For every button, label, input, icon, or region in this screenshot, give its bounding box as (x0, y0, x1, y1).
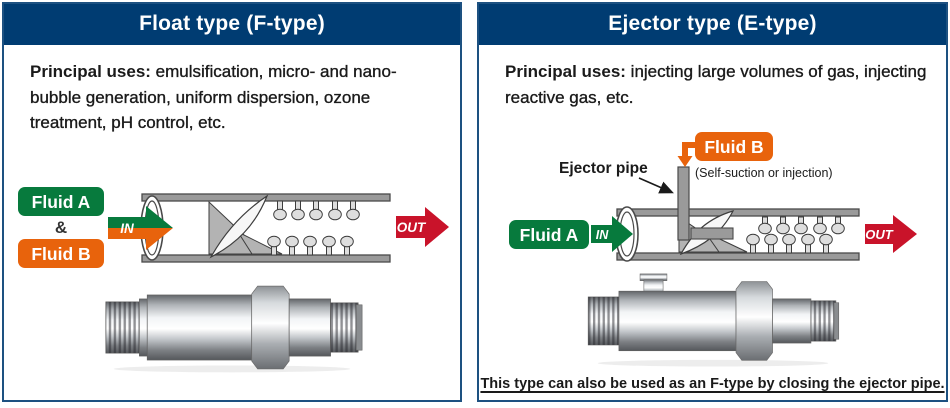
pin-cap (267, 235, 281, 247)
fluid-a-label: Fluid A (520, 225, 579, 245)
pin-cap (819, 233, 833, 246)
pin-cap (801, 233, 815, 246)
hex-nut (735, 281, 773, 361)
in-label: IN (120, 221, 134, 236)
uses-label: Principal uses: (505, 62, 626, 81)
mixing-element (208, 193, 283, 258)
thread-texture (105, 301, 140, 353)
pin-cap (746, 233, 760, 246)
pin-cap (322, 235, 336, 247)
ejector-flow-diagram: Ejector pipe Fluid B (Self-suction or in… (509, 132, 917, 262)
pin-cap (273, 208, 287, 220)
pin-cap (291, 208, 305, 220)
float-type-panel: Float type (F-type) Principal uses: emul… (2, 2, 462, 402)
hex-nut (251, 285, 290, 369)
pin-cap (813, 222, 827, 235)
fluid-a-label: Fluid A (32, 192, 91, 212)
down-arrowhead (677, 156, 693, 167)
mixer-body (146, 294, 253, 360)
ejector-uses-paragraph: Principal uses: injecting large volumes … (505, 59, 937, 110)
bubble-pins-bottom (267, 235, 354, 255)
internal-nozzle-pipe (690, 227, 734, 240)
elbow-line (682, 142, 695, 156)
bubble-pins-top (273, 200, 360, 220)
pin-cap (776, 222, 790, 235)
bubble-pins-bottom (746, 233, 833, 254)
ejector-pipe-label: Ejector pipe (559, 160, 648, 177)
fluid-b-badge (18, 238, 104, 268)
mixing-element (678, 210, 748, 256)
ampersand-label: & (55, 218, 67, 237)
pipe-wall-top (616, 208, 860, 217)
ejector-type-title: Ejector type (E-type) (479, 4, 946, 45)
pin-cap (764, 233, 778, 246)
uses-text: injecting large volumes of gas, injectin… (505, 62, 927, 107)
pin-cap (309, 208, 323, 220)
fluid-b-label: Fluid B (31, 244, 90, 264)
fluid-b-note: (Self-suction or injection) (695, 166, 833, 180)
pin-cap (831, 222, 845, 235)
pin-cap (285, 235, 299, 247)
in-label: IN (596, 228, 609, 242)
end-ring (355, 304, 363, 350)
body-right (771, 298, 811, 344)
out-arrow-shape (396, 206, 449, 247)
in-arrow: IN (108, 205, 173, 250)
bubble-pins-top (758, 216, 845, 235)
collar-left (139, 298, 148, 356)
thread-texture (587, 296, 619, 345)
pipe-wall-bottom (616, 252, 860, 261)
in-arrow-shape (591, 216, 633, 252)
in-arrow-top-half (108, 205, 173, 228)
fluid-b-label: Fluid B (704, 137, 763, 157)
float-type-title: Float type (F-type) (4, 4, 460, 45)
photo-shadow (113, 364, 351, 372)
pin-cap (758, 222, 772, 235)
pin-cap (346, 208, 360, 220)
ejector-type-panel: Ejector type (E-type) Principal uses: in… (477, 2, 948, 402)
pipe-wall-bottom (141, 253, 391, 263)
footnote: This type can also be used as an F-type … (480, 376, 945, 392)
mixer-blade (209, 193, 269, 258)
end-ring (833, 302, 839, 340)
fluid-b-badge (695, 132, 773, 161)
out-arrow: OUT (396, 206, 449, 247)
body-right (288, 298, 331, 356)
pin-cap (340, 235, 354, 247)
in-arrow: IN (591, 216, 633, 252)
pin-cap (782, 233, 796, 246)
mixer-body (618, 290, 736, 352)
out-label: OUT (865, 227, 894, 242)
in-arrow-bottom-half (108, 227, 173, 250)
fluid-a-badge (509, 220, 589, 249)
e-type-product-photo (587, 273, 839, 367)
ejector-pipe (677, 166, 690, 241)
uses-text: emulsification, micro- and nano-bubble g… (30, 62, 397, 132)
f-type-product-photo (105, 285, 363, 372)
pin-cap (303, 235, 317, 247)
float-flow-diagram: Fluid A & Fluid B IN OUT (18, 186, 449, 268)
thread-texture (330, 302, 359, 352)
out-arrow: OUT (865, 215, 917, 253)
pointer-arrow (638, 177, 674, 194)
pin-cap (328, 208, 342, 220)
fluid-b-down-arrow (677, 142, 695, 167)
float-uses-paragraph: Principal uses: emulsification, micro- a… (30, 59, 402, 136)
pin-cap (794, 222, 808, 235)
out-label: OUT (397, 220, 427, 235)
thread-texture (810, 300, 836, 342)
uses-label: Principal uses: (30, 62, 151, 81)
out-arrow-shape (865, 215, 917, 253)
fluid-a-badge (18, 186, 104, 216)
photo-shadow (597, 359, 828, 367)
